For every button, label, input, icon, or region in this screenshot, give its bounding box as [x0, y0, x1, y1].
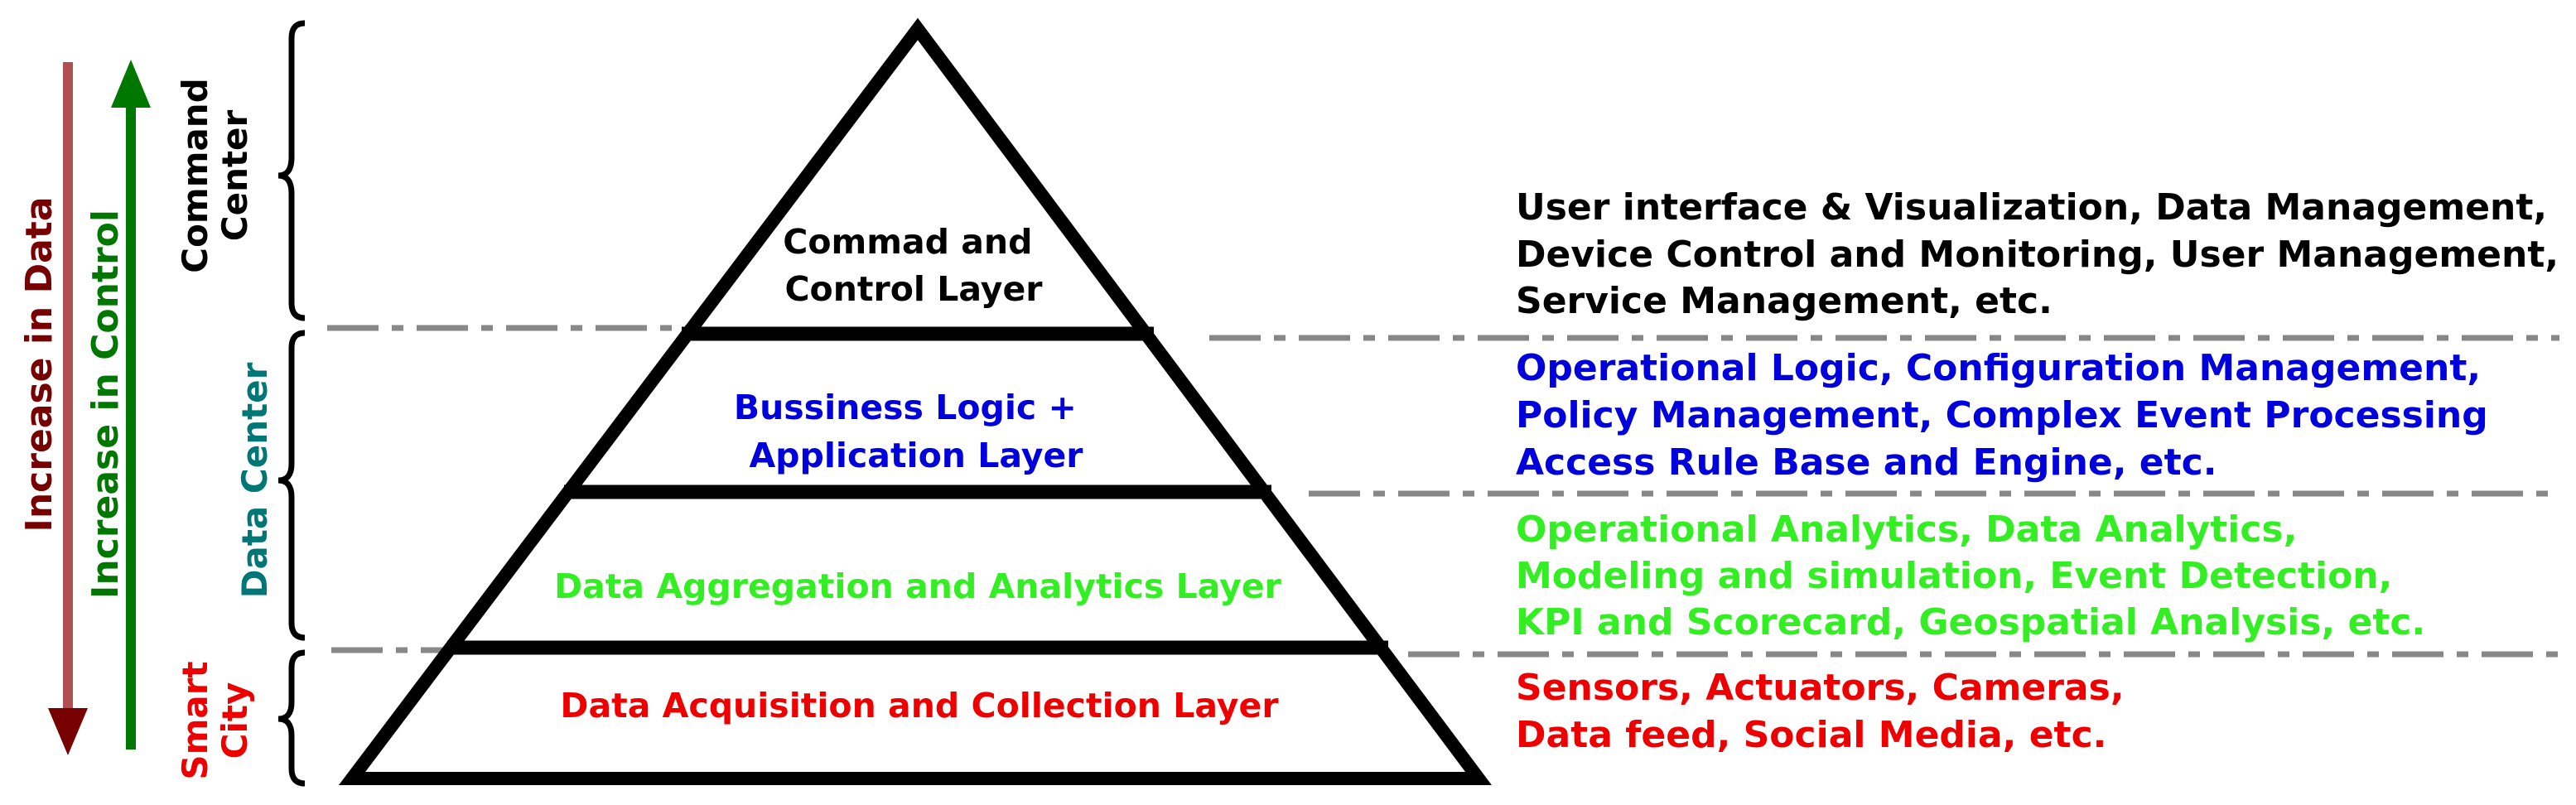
description-data-acquisition: Sensors, Actuators, Cameras, Data feed, … — [1516, 667, 2137, 756]
description-business-logic: Operational Logic, Configuration Managem… — [1516, 347, 2501, 484]
command-center-label: Command Center — [175, 78, 255, 273]
svg-text:Smart: Smart — [175, 661, 215, 779]
svg-text:Center: Center — [215, 109, 255, 241]
data-center-label: Data Center — [234, 362, 275, 598]
increase-in-control-label: Increase in Control — [84, 210, 127, 599]
increase-in-data-label: Increase in Data — [18, 196, 60, 532]
layer-label-data-acquisition: Data Acquisition and Collection Layer — [560, 686, 1279, 725]
svg-text:City: City — [215, 682, 255, 759]
svg-text:Command: Command — [175, 78, 215, 273]
layer-label-business-logic: Bussiness Logic + Application Layer — [734, 388, 1088, 475]
pyramid-outline — [338, 17, 1492, 785]
increase-in-data-arrow — [48, 62, 88, 755]
smart-city-brace — [277, 649, 306, 787]
layer-label-command-control: Commad and Control Layer — [783, 222, 1044, 309]
description-command-control: User interface & Visualization, Data Man… — [1516, 186, 2571, 322]
command-center-brace — [277, 20, 306, 321]
dividers — [327, 325, 2559, 658]
description-data-aggregation: Operational Analytics, Data Analytics, M… — [1516, 509, 2425, 644]
data-center-brace — [277, 330, 306, 641]
layer-label-data-aggregation: Data Aggregation and Analytics Layer — [554, 566, 1282, 606]
smart-city-label: Smart City — [175, 661, 255, 779]
increase-in-control-arrow — [111, 60, 151, 750]
